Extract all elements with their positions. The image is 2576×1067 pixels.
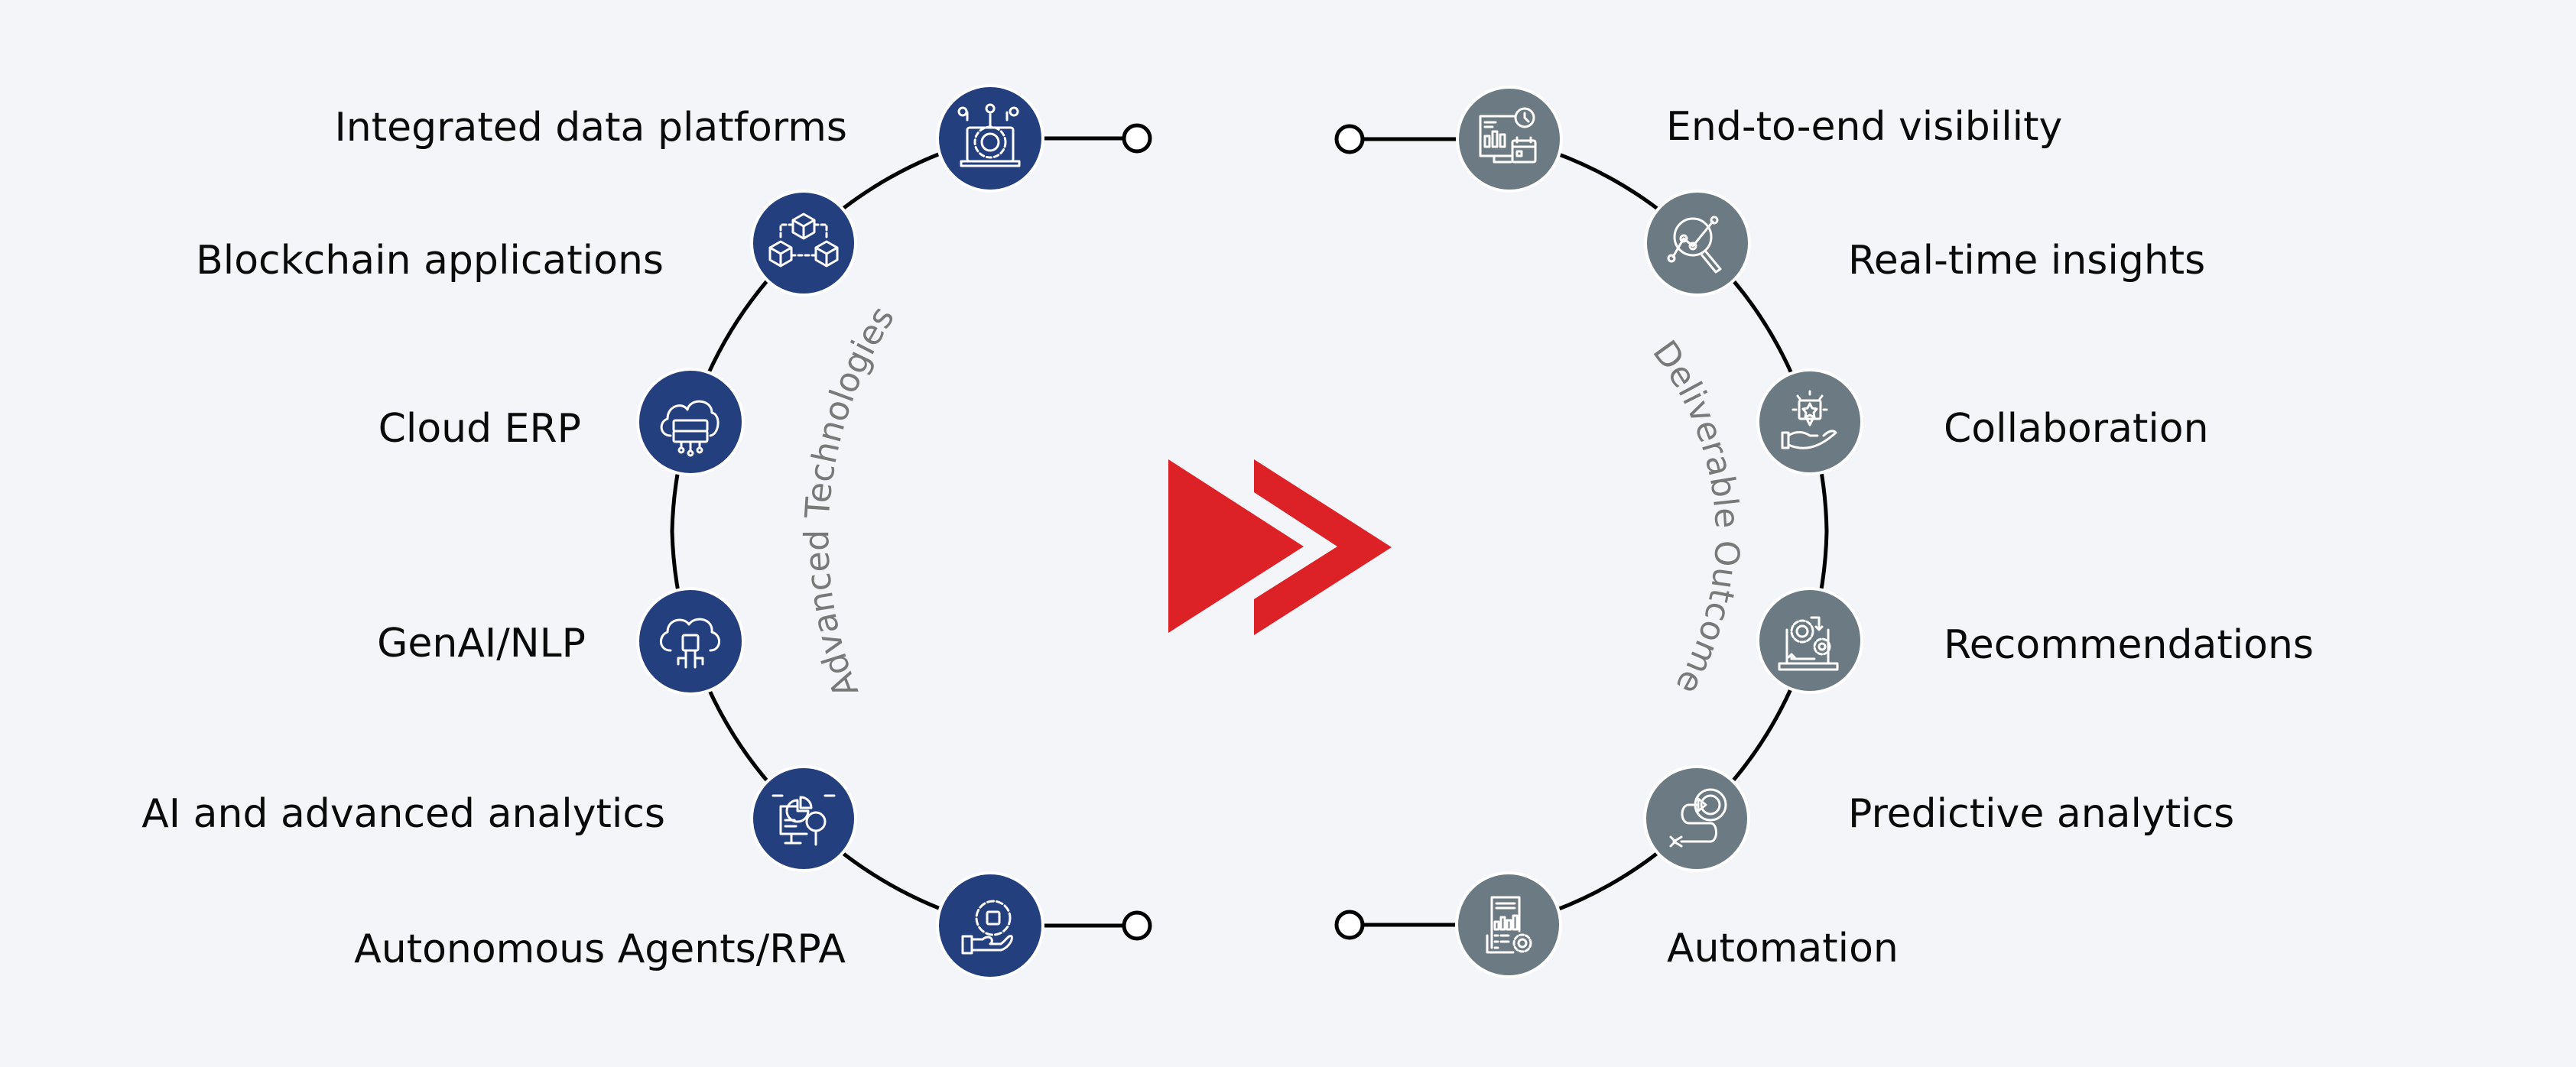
outcome-label-end-to-end-visibility: End-to-end visibility [1666,104,2062,150]
outcome-label-real-time-insights: Real-time insights [1848,238,2205,284]
right-section-title: Deliverable Outcome [1645,333,1746,700]
outcome-node-end-to-end-visibility[interactable] [1456,86,1563,193]
ai-brain-cloud-icon [660,618,720,669]
target-path-arrow-icon [1669,788,1727,848]
outcome-label-recommendations: Recommendations [1944,622,2314,668]
monitor-chart-magnifier-icon [772,794,836,846]
right-bottom-endpoint [1334,910,1365,940]
tech-label-autonomous-agents-rpa: Autonomous Agents/RPA [354,926,846,972]
dashboard-clock-calendar-icon [1479,107,1537,164]
tech-label-ai-advanced-analytics: AI and advanced analytics [141,791,665,837]
robot-hand-gear-icon [961,900,1013,955]
magnifier-analytics-icon [1667,216,1722,274]
outcome-node-predictive-analytics[interactable] [1643,765,1750,872]
outcome-node-recommendations[interactable] [1756,587,1863,694]
laptop-gear-circuit-icon [957,103,1021,167]
outcome-node-collaboration[interactable] [1756,368,1863,475]
tech-node-ai-advanced-analytics[interactable] [750,765,857,872]
arrow-triangle [1168,459,1304,633]
left-section-title: Advanced Technologies [797,300,902,703]
tech-label-blockchain-applications: Blockchain applications [196,238,664,284]
outcome-node-automation[interactable] [1455,871,1562,978]
double-arrow-right-icon [1168,459,1392,635]
laptop-gears-cycle-icon [1778,616,1839,671]
outcome-label-predictive-analytics: Predictive analytics [1848,791,2234,837]
tech-node-autonomous-agents-rpa[interactable] [936,871,1044,980]
blockchain-cubes-icon [768,212,839,268]
left-bottom-endpoint [1122,910,1152,941]
outcome-node-real-time-insights[interactable] [1644,190,1751,297]
cloud-server-icon [660,400,720,457]
outcome-label-collaboration: Collaboration [1944,406,2209,452]
tech-node-genai-nlp[interactable] [636,587,745,696]
outcome-label-automation: Automation [1667,926,1899,971]
hand-star-message-icon [1781,390,1837,449]
left-top-endpoint [1122,123,1152,154]
document-chart-gear-icon [1486,896,1532,954]
tech-node-blockchain-applications[interactable] [750,190,857,297]
tech-label-cloud-erp: Cloud ERP [378,406,581,452]
tech-node-cloud-erp[interactable] [636,368,745,476]
arrow-chevron [1254,459,1392,635]
tech-label-integrated-data-platforms: Integrated data platforms [334,105,847,151]
tech-node-integrated-data-platforms[interactable] [936,84,1044,193]
tech-label-genai-nlp: GenAI/NLP [377,621,586,666]
right-top-endpoint [1334,124,1365,154]
